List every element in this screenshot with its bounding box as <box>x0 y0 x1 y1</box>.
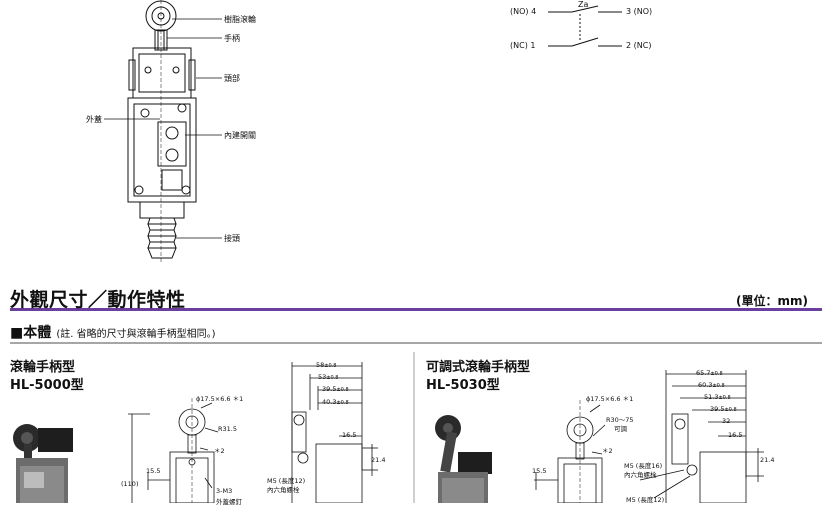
dim-40-3: 40.3±0.8 <box>322 398 349 406</box>
dim-m5a: M5 (長度16) <box>624 462 663 470</box>
dim-21-4: 21.4 <box>371 456 386 464</box>
label-connector: 接頭 <box>224 234 240 243</box>
model-left-type: 滾輪手柄型 <box>10 360 76 375</box>
label-switch: 內建開關 <box>224 131 256 140</box>
circuit-za: Za <box>578 0 589 9</box>
dim-m3: 3-M3 <box>216 487 233 495</box>
unit-label: (單位：mm) <box>736 294 808 308</box>
dim-39-5-right: 39.5±0.8 <box>710 405 737 413</box>
dim-r: R31.5 <box>218 425 237 433</box>
dim-m5b: M5 (長度12) <box>626 496 665 504</box>
body-heading: ■本體 (註. 省略的尺寸與滾輪手柄型相同。) <box>10 322 216 342</box>
dim-65-7: 65.7±0.8 <box>696 369 723 377</box>
label-lever: 手柄 <box>224 34 240 43</box>
dim-m3-sub: 外蓋螺釘 <box>216 498 242 506</box>
model-right-code: HL-5030型 <box>426 378 500 393</box>
body-heading-note: (註. 省略的尺寸與滾輪手柄型相同。) <box>56 329 216 340</box>
dim-32: 32 <box>722 417 731 425</box>
circuit-no-right: 3 (NO) <box>626 7 653 16</box>
circuit-nc-left: (NC) 1 <box>510 41 536 50</box>
dim-16-5-right: 16.5 <box>728 431 743 439</box>
dim-m5-sub: 內六角螺栓 <box>267 486 300 494</box>
dim-phi: ϕ17.5×6.6 ＊1 <box>196 395 244 403</box>
label-roller: 樹脂滾輪 <box>224 15 256 24</box>
dim-star2-right: ＊2 <box>602 447 613 455</box>
dim-15-5-right: 15.5 <box>532 467 547 475</box>
dim-58: 58±0.8 <box>316 361 337 369</box>
dim-60-3: 60.3±0.8 <box>698 381 725 389</box>
dim-51-3: 51.3±0.8 <box>704 393 731 401</box>
circuit-no-left: (NO) 4 <box>510 7 537 16</box>
dim-16-5: 16.5 <box>342 431 357 439</box>
body-heading-title: ■本體 <box>10 325 52 341</box>
dim-r-sub: 可調 <box>614 425 627 433</box>
dim-r-right: R30～75 <box>606 416 634 424</box>
label-head: 頭部 <box>224 74 240 83</box>
model-right-type: 可調式滾輪手柄型 <box>426 360 531 375</box>
dim-110: (110) <box>121 480 139 488</box>
dim-phi-right: ϕ17.5×6.6 ＊1 <box>586 395 634 403</box>
label-housing: 外蓋 <box>86 115 102 124</box>
circuit-nc-right: 2 (NC) <box>626 41 652 50</box>
dim-39-5: 39.5±0.8 <box>322 385 349 393</box>
dim-21-4-right: 21.4 <box>760 456 775 464</box>
dim-53: 53±0.8 <box>318 373 339 381</box>
dim-m5a-sub: 內六角螺栓 <box>624 471 657 479</box>
dim-star2: ＊2 <box>214 447 225 455</box>
section-title: 外觀尺寸／動作特性 <box>10 289 186 311</box>
dim-m5: M5 (長度12) <box>267 477 306 485</box>
model-left-code: HL-5000型 <box>10 378 84 393</box>
dim-15-5: 15.5 <box>146 467 161 475</box>
